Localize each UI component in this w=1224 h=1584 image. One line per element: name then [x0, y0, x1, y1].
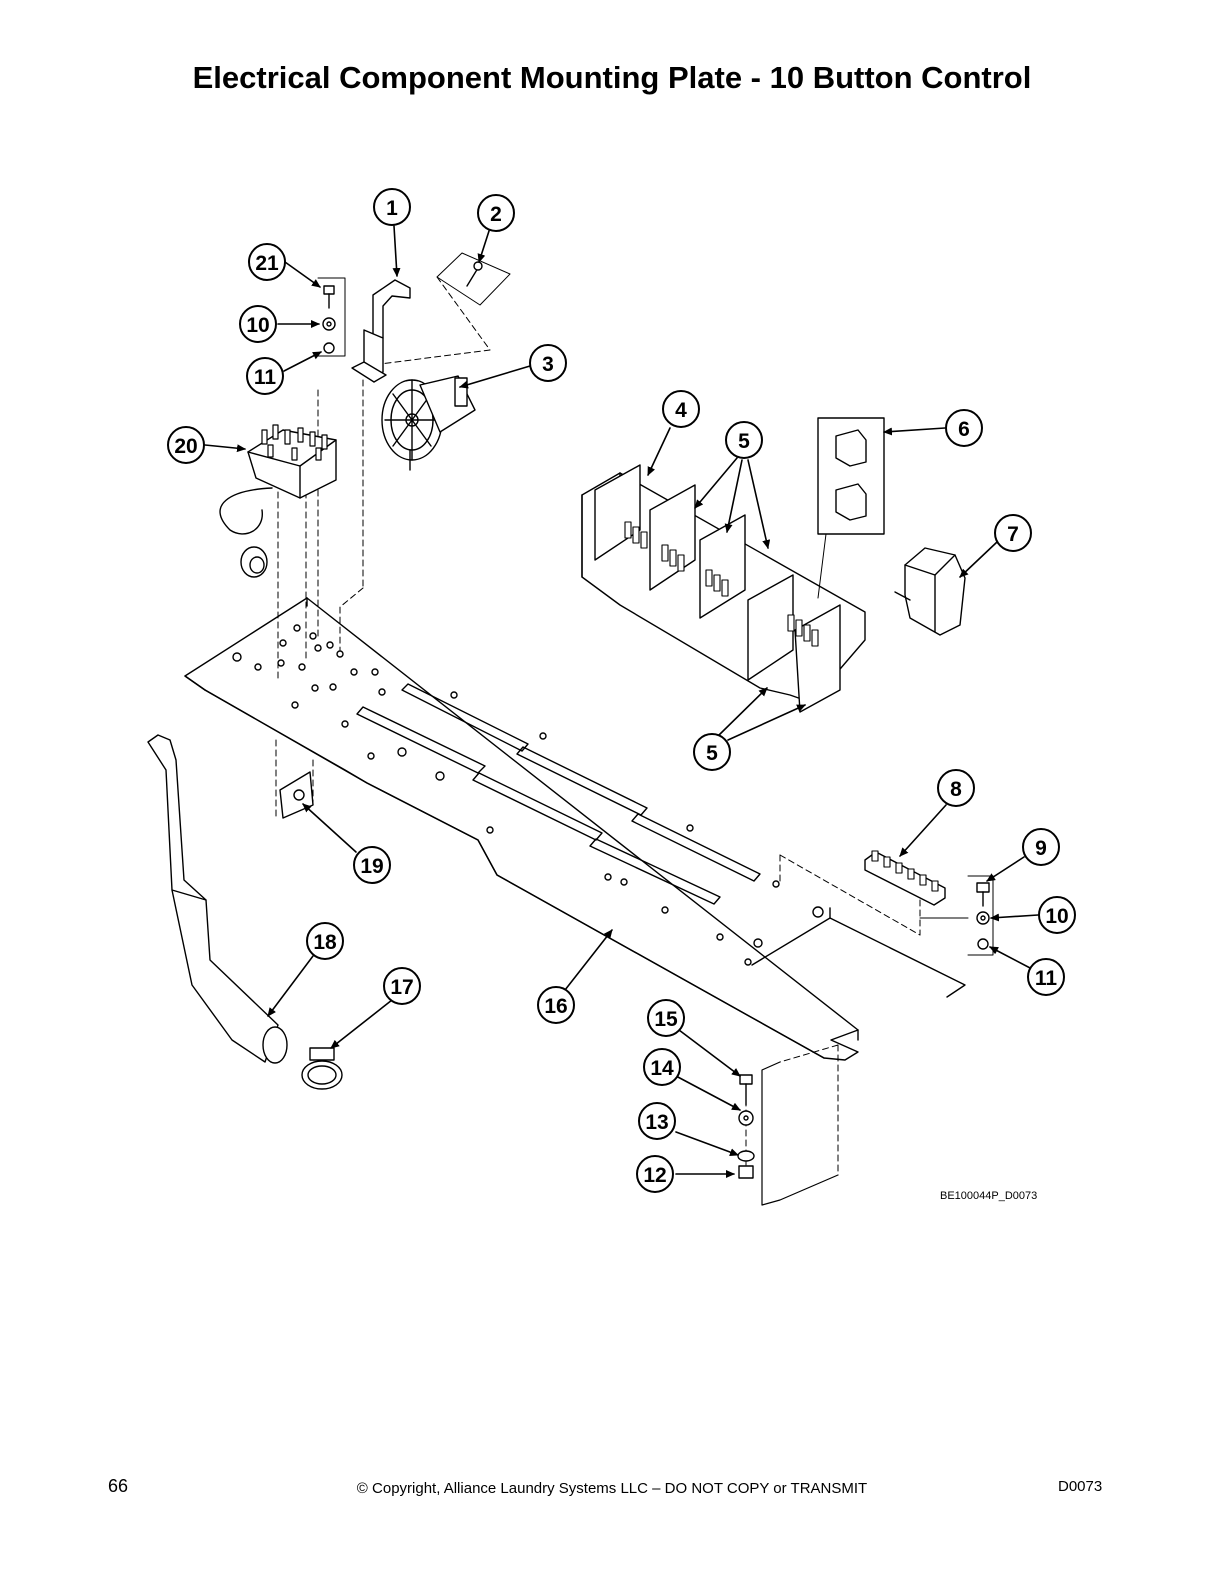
svg-text:6: 6: [958, 418, 970, 441]
svg-text:14: 14: [650, 1057, 674, 1080]
svg-text:5: 5: [738, 430, 750, 453]
screw-2-box: [436, 252, 511, 306]
document-code: D0073: [1058, 1478, 1103, 1495]
svg-text:4: 4: [675, 399, 687, 422]
terminal-block: [864, 850, 946, 906]
hose-clamp: [301, 1047, 343, 1090]
leader-lines: [204, 225, 1039, 1178]
callout-13: 13: [638, 1102, 676, 1140]
svg-text:18: 18: [313, 931, 337, 954]
callout-12: 12: [636, 1155, 674, 1193]
callout-1: 1: [373, 188, 411, 226]
callout-4: 4: [662, 390, 700, 428]
svg-text:1: 1: [386, 197, 398, 220]
svg-text:10: 10: [1045, 905, 1068, 928]
auxiliary-contact: [894, 547, 966, 636]
svg-text:13: 13: [645, 1111, 668, 1134]
callout-16: 16: [537, 986, 575, 1024]
bracket: [351, 279, 411, 383]
callout-5-top: 5: [725, 421, 763, 459]
svg-text:21: 21: [255, 252, 279, 275]
callout-5-bottom: 5: [693, 733, 731, 771]
callout-10-right: 10: [1038, 896, 1076, 934]
callout-6: 6: [945, 409, 983, 447]
callout-7: 7: [994, 514, 1032, 552]
callout-2: 2: [477, 194, 515, 232]
callout-11-right: 11: [1027, 958, 1065, 996]
svg-text:11: 11: [1035, 967, 1058, 990]
page-title: Electrical Component Mounting Plate - 10…: [192, 60, 1032, 95]
fastener-stack: [737, 1061, 839, 1206]
callout-18: 18: [306, 922, 344, 960]
callout-21: 21: [248, 243, 286, 281]
callout-15: 15: [647, 999, 685, 1037]
callout-14: 14: [643, 1048, 681, 1086]
svg-text:5: 5: [706, 742, 718, 765]
callout-labels: 1 2 21 10 11 3 20 4 5 6 7 5 8 9 10 11 19…: [167, 188, 1076, 1193]
page-number: 66: [108, 1476, 129, 1496]
svg-text:8: 8: [950, 778, 962, 801]
callout-3: 3: [529, 344, 567, 382]
callout-9: 9: [1022, 828, 1060, 866]
callout-8: 8: [937, 769, 975, 807]
timer-motor: [219, 424, 337, 578]
svg-text:19: 19: [360, 855, 383, 878]
copyright-notice: © Copyright, Alliance Laundry Systems LL…: [356, 1480, 868, 1497]
svg-text:16: 16: [544, 995, 567, 1018]
hose: [147, 734, 288, 1064]
svg-text:7: 7: [1007, 523, 1019, 546]
svg-text:11: 11: [254, 366, 277, 389]
svg-text:2: 2: [490, 203, 502, 226]
pressure-switch: [381, 375, 476, 471]
callout-19: 19: [353, 846, 391, 884]
drawing-code: BE100044P_D0073: [940, 1190, 1037, 1202]
plate-holes: [232, 624, 824, 966]
clip-box: [279, 771, 314, 819]
relay-bank: [581, 464, 866, 713]
svg-text:10: 10: [246, 314, 269, 337]
relay-contact-inset: [817, 417, 885, 599]
svg-text:3: 3: [542, 353, 554, 376]
callout-20: 20: [167, 426, 205, 464]
callout-10-left: 10: [239, 305, 277, 343]
svg-text:20: 20: [174, 435, 197, 458]
svg-text:9: 9: [1035, 837, 1047, 860]
mounting-plate: [184, 597, 966, 1061]
callout-11-left: 11: [246, 357, 284, 395]
svg-text:17: 17: [390, 976, 413, 999]
hardware-stack-left: [317, 277, 346, 357]
callout-17: 17: [383, 967, 421, 1005]
svg-text:15: 15: [654, 1008, 678, 1031]
svg-text:12: 12: [643, 1164, 666, 1187]
hardware-stack-right: [919, 875, 994, 956]
